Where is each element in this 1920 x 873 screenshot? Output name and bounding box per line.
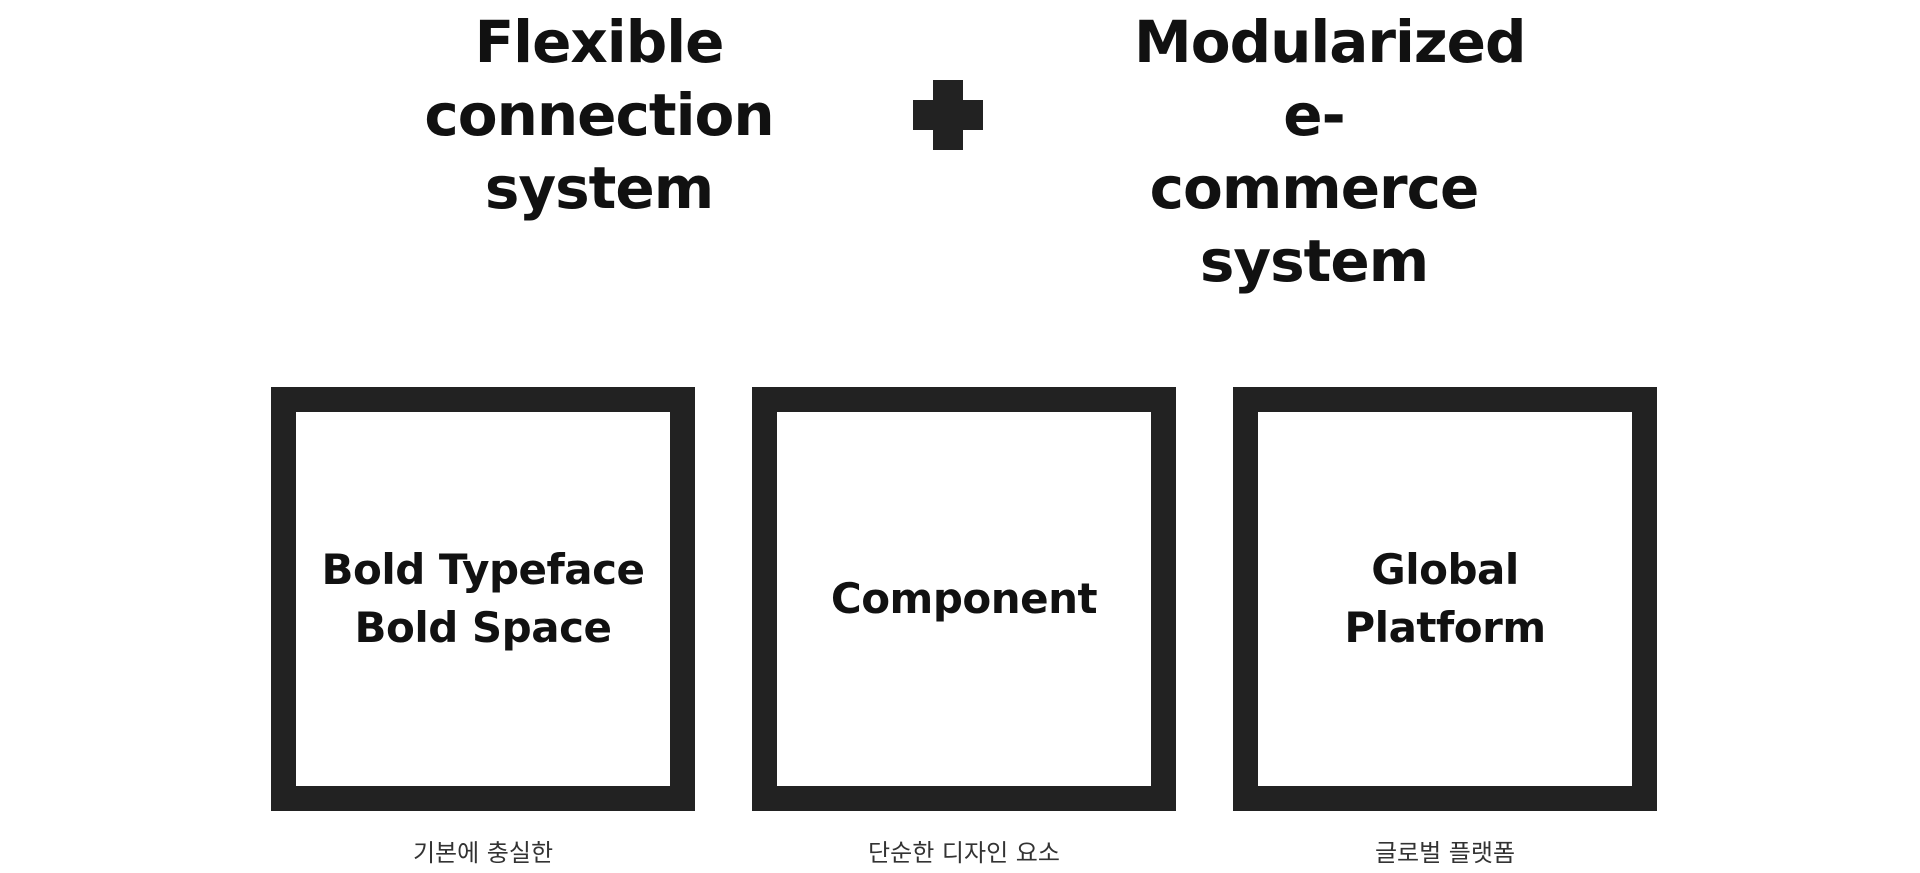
card-title: Global Platform bbox=[1344, 545, 1546, 652]
card-title: Component bbox=[830, 574, 1098, 623]
card-caption: 기본에 충실한 bbox=[412, 839, 554, 867]
headline-flexible-connection: Flexible connection system bbox=[424, 8, 774, 222]
headline-modularized-ecommerce: Modularized e-commerce system bbox=[1134, 8, 1527, 295]
card-caption: 단순한 디자인 요소 bbox=[868, 839, 1060, 867]
card-component: Component bbox=[752, 387, 1176, 811]
card-global-platform: Global Platform bbox=[1233, 387, 1657, 811]
plus-icon-vertical-bar bbox=[933, 80, 963, 150]
card-title: Bold Typeface Bold Space bbox=[321, 545, 645, 652]
plus-icon bbox=[913, 80, 983, 150]
card-caption: 글로벌 플랫폼 bbox=[1374, 839, 1516, 867]
card-bold-typeface: Bold Typeface Bold Space bbox=[271, 387, 695, 811]
